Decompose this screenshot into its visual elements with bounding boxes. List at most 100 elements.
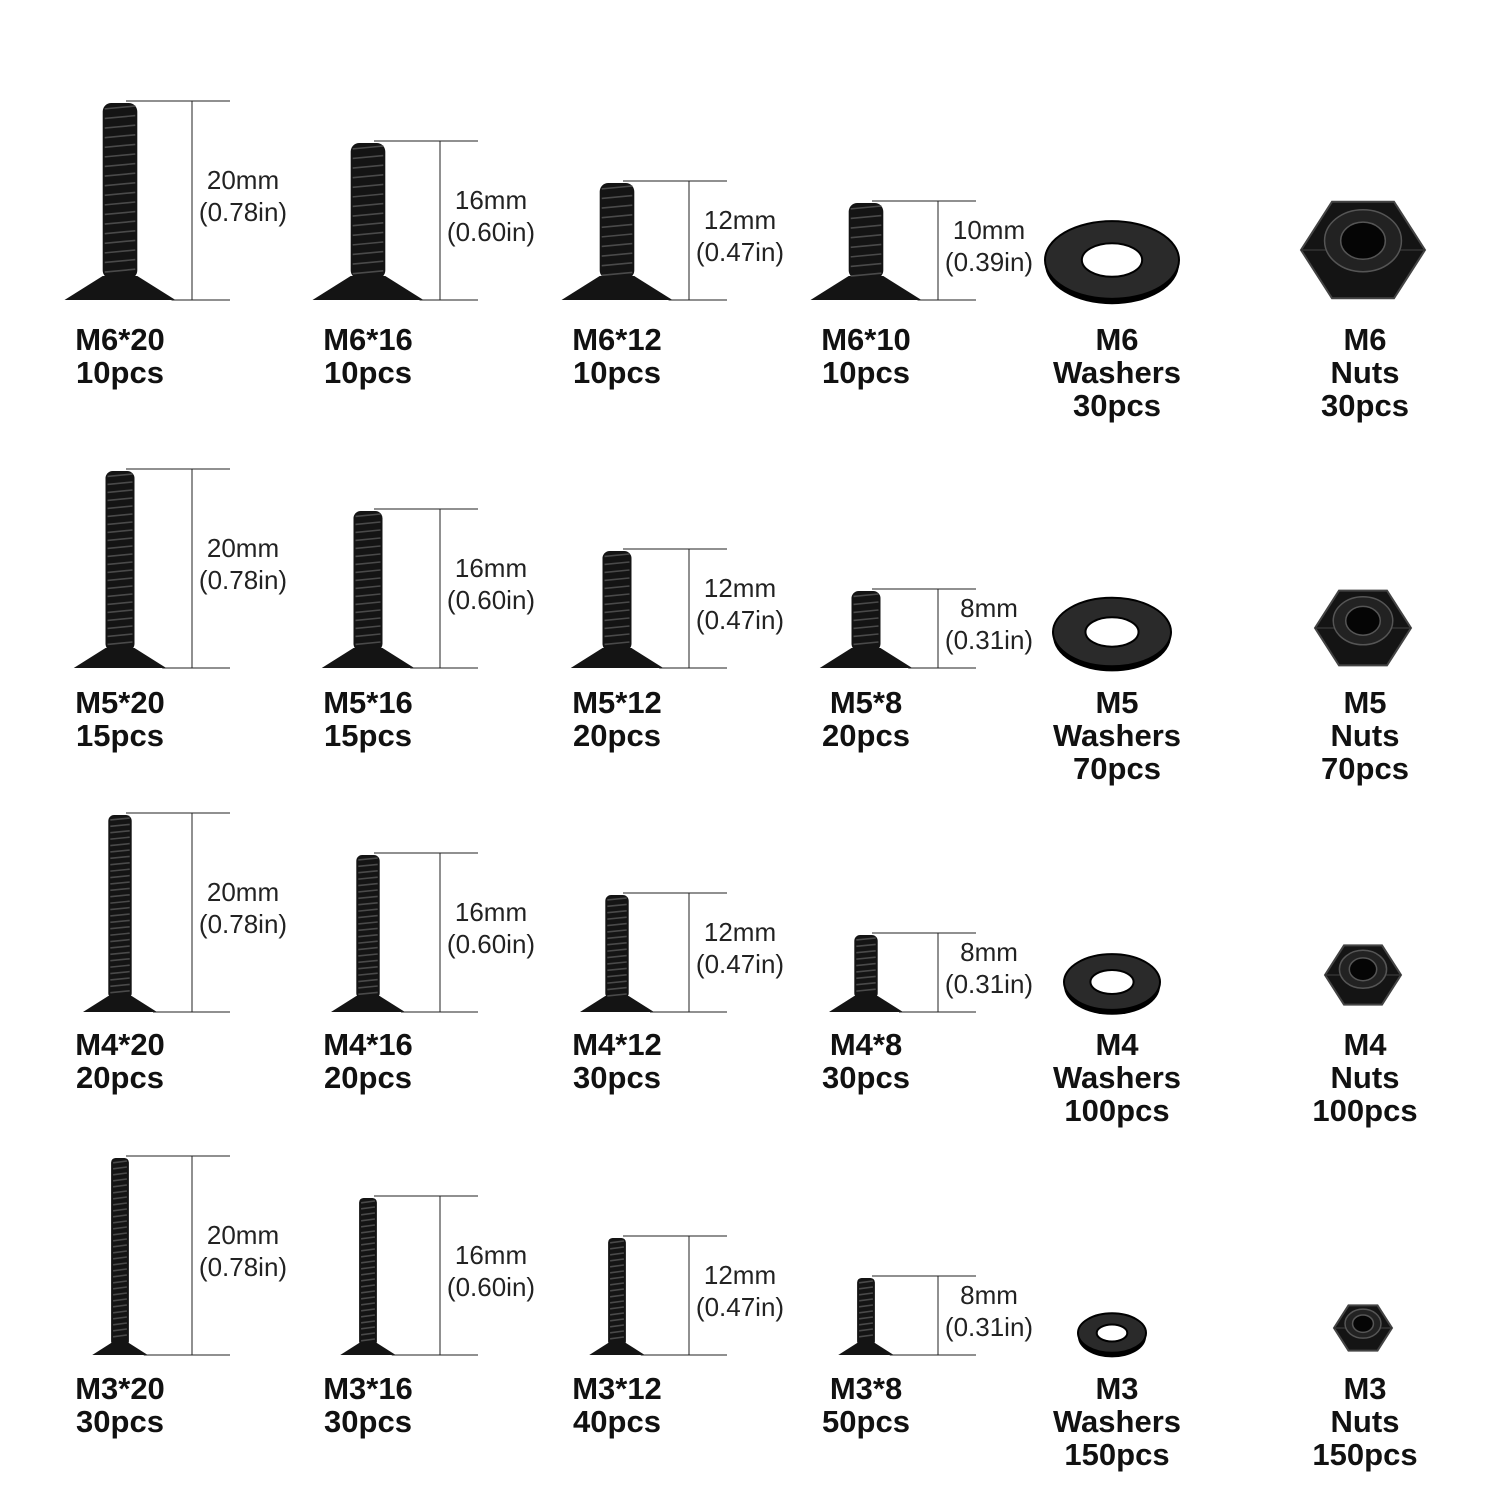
thread-ridge	[607, 903, 627, 908]
thread-ridge	[104, 191, 136, 197]
screw-label-line: 15pcs	[324, 718, 412, 753]
length-mm: 12mm	[703, 573, 777, 603]
thread-ridge	[609, 1270, 625, 1274]
thread-ridge	[352, 241, 384, 246]
washer-label-line: 100pcs	[1064, 1093, 1170, 1128]
thread-ridge	[112, 1226, 128, 1230]
thread-ridge	[358, 876, 378, 880]
screw-head	[838, 1343, 894, 1355]
thread-ridge	[358, 940, 378, 944]
thread-ridge	[609, 1282, 625, 1286]
thread-ridge	[104, 143, 136, 149]
thread-ridge	[358, 895, 378, 900]
thread-ridge	[104, 239, 136, 245]
length-label: 10mm(0.39in)	[929, 214, 1049, 278]
screw-label-line: 20pcs	[76, 1060, 164, 1095]
dimension-marker	[126, 468, 230, 669]
thread-ridge	[604, 633, 630, 638]
thread-ridge	[360, 1314, 376, 1318]
thread-ridge	[104, 182, 136, 187]
thread-ridge	[609, 1306, 625, 1310]
length-mm: 20mm	[206, 533, 280, 563]
thread-ridge	[355, 585, 381, 590]
length-mm: 16mm	[454, 553, 528, 583]
length-inch: (0.31in)	[944, 625, 1034, 655]
thread-ridge	[352, 222, 384, 227]
thread-ridge	[112, 1202, 128, 1206]
thread-ridge	[607, 986, 627, 991]
length-inch: (0.60in)	[446, 929, 536, 959]
dimension-marker	[374, 1195, 478, 1356]
thread-ridge	[110, 842, 130, 847]
washer-label-line: M3	[1095, 1371, 1139, 1406]
washer-M3	[1077, 1312, 1147, 1358]
thread-ridge	[607, 980, 627, 984]
thread-ridge	[358, 966, 378, 970]
thread-ridge	[112, 1328, 128, 1332]
screw-head	[570, 648, 664, 668]
screw-label-line: 10pcs	[76, 355, 164, 390]
thread-ridge	[358, 914, 378, 919]
thread-ridge	[355, 617, 381, 622]
screw-label-line: M4*16	[323, 1027, 413, 1062]
thread-ridge	[352, 250, 384, 256]
thread-ridge	[107, 593, 133, 598]
nut-label-line: M6	[1343, 322, 1387, 357]
thread-ridge	[352, 212, 384, 217]
thread-ridge	[355, 593, 381, 598]
thread-ridge	[609, 1240, 625, 1244]
thread-ridge	[110, 894, 130, 898]
thread-ridge	[360, 1266, 376, 1270]
thread-ridge	[358, 857, 378, 861]
length-label: 16mm(0.60in)	[431, 1239, 551, 1303]
thread-ridge	[607, 897, 627, 901]
countersunk-screw-M5*20	[73, 471, 167, 668]
thread-ridge	[609, 1318, 625, 1322]
thread-ridge	[110, 849, 130, 853]
length-mm: 10mm	[952, 215, 1026, 245]
dimension-marker	[623, 892, 727, 1013]
thread-ridge	[107, 561, 133, 566]
screw-head	[331, 996, 405, 1012]
screw-label-line: M5*20	[75, 685, 165, 720]
hex-nut-M6	[1299, 200, 1427, 300]
length-label: 16mm(0.60in)	[431, 896, 551, 960]
length-mm: 12mm	[703, 917, 777, 947]
thread-ridge	[604, 561, 630, 566]
length-label: 16mm(0.60in)	[431, 184, 551, 248]
thread-ridge	[360, 1290, 376, 1294]
length-label: 8mm(0.31in)	[929, 1279, 1049, 1343]
thread-ridge	[604, 593, 630, 598]
screw-label-line: M5*12	[572, 685, 662, 720]
washer-M5	[1052, 596, 1172, 672]
thread-ridge	[856, 950, 876, 954]
thread-ridge	[856, 962, 876, 967]
thread-ridge	[112, 1304, 128, 1308]
length-inch: (0.47in)	[695, 237, 785, 267]
thread-ridge	[112, 1250, 128, 1254]
thread-ridge	[604, 641, 630, 646]
thread-ridge	[104, 105, 136, 110]
thread-ridge	[360, 1308, 376, 1312]
dimension-marker	[126, 812, 230, 1013]
thread-ridge	[601, 252, 633, 257]
thread-ridge	[360, 1338, 376, 1342]
thread-ridge	[104, 210, 136, 216]
dimension-marker	[374, 852, 478, 1013]
countersunk-screw-M3*16	[340, 1198, 396, 1355]
length-mm: 16mm	[454, 897, 528, 927]
screw-label-line: 20pcs	[822, 718, 910, 753]
length-label: 8mm(0.31in)	[929, 592, 1049, 656]
washer-M4	[1063, 953, 1161, 1015]
thread-ridge	[107, 537, 133, 542]
